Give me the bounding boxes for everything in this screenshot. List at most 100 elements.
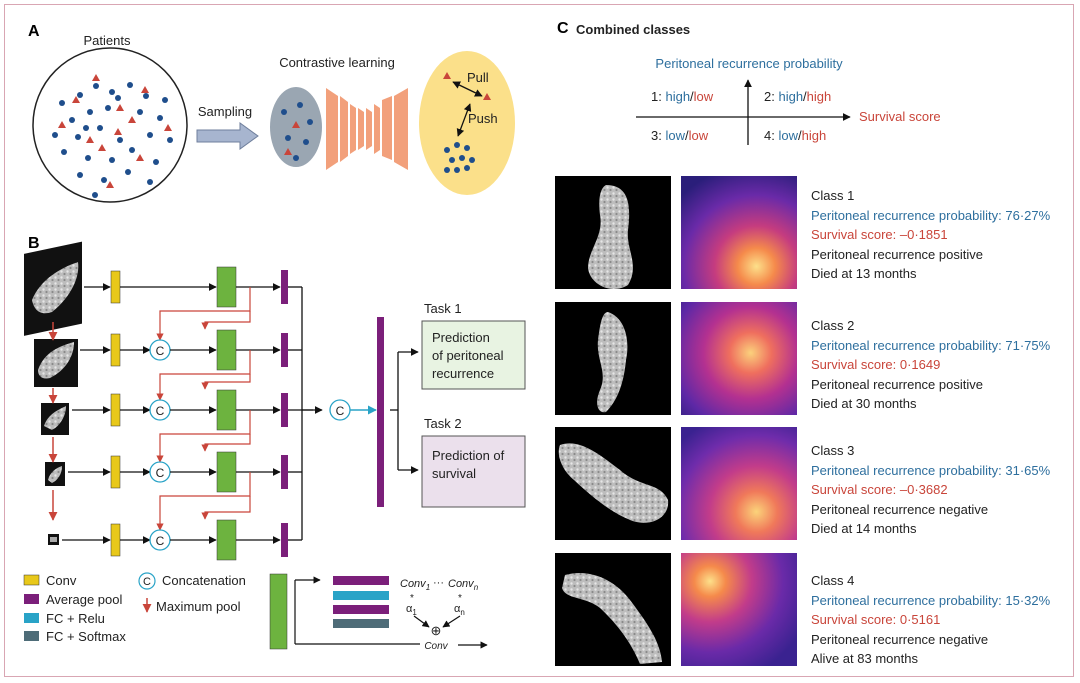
patient-dot <box>162 97 168 103</box>
embed-dot <box>449 157 455 163</box>
feature-block <box>216 389 237 431</box>
patient-triangle <box>114 128 122 135</box>
row-maxpool-path <box>156 350 251 401</box>
feature-block <box>216 329 237 371</box>
patient-dot <box>61 149 67 155</box>
patient-triangle <box>106 181 114 188</box>
y-axis-label: Peritoneal recurrence probability <box>655 56 843 71</box>
avgpool-block <box>281 455 288 489</box>
push-arrow <box>456 103 472 137</box>
class-image-tiles <box>555 176 797 666</box>
formula-alphan: α <box>454 603 461 615</box>
task2-line-2: survival <box>432 466 476 481</box>
patient-triangle <box>116 104 124 111</box>
patient-triangle <box>58 121 66 128</box>
task1-line-2: of peritoneal <box>432 348 504 363</box>
formula-bar-1 <box>333 576 389 585</box>
sampling-arrow <box>196 122 259 150</box>
task1-line-3: recurrence <box>432 366 494 381</box>
embed-triangle-1 <box>443 72 451 79</box>
patient-dot <box>77 172 83 178</box>
patient-dot <box>105 105 111 111</box>
sample-dot <box>285 135 291 141</box>
formula-conv1-sub: 1 <box>426 583 430 592</box>
sample-triangle <box>284 148 292 155</box>
legend-fcrelu-swatch <box>24 613 39 623</box>
attention-formula: Conv1 ··· Convn * * α1 αn ⊕ Conv <box>269 573 488 652</box>
embed-dot <box>454 142 460 148</box>
conv-block <box>110 333 121 367</box>
formula-alphan-sub: n <box>460 608 464 617</box>
row-maxpool-path <box>156 287 251 341</box>
patient-triangle <box>98 144 106 151</box>
sample-dot <box>297 102 303 108</box>
embed-triangle-2 <box>483 93 491 100</box>
patient-dot <box>83 125 89 131</box>
patient-dot <box>59 100 65 106</box>
quadrant-3-label: 3: low/low <box>651 128 709 143</box>
patient-dot <box>97 125 103 131</box>
task1-line-1: Prediction <box>432 330 490 345</box>
class-2-info: Class 2 Peritoneal recurrence probabilit… <box>811 316 1050 414</box>
ct-tile-1-tumor <box>588 185 633 289</box>
final-concat-symbol: C <box>336 404 345 418</box>
concat-symbol: C <box>156 534 165 548</box>
figure-frame <box>4 4 1074 677</box>
legend-conv: Conv <box>46 573 77 588</box>
sample-triangle <box>292 121 300 128</box>
legend: Conv Average pool FC + Relu FC + Softmax… <box>23 572 246 644</box>
class-1-recurrence: Peritoneal recurrence positive <box>811 246 983 262</box>
heatmap-tile-4 <box>681 553 797 666</box>
heatmap-tile-2 <box>681 302 797 415</box>
sample-dot <box>303 139 309 145</box>
encoder-network <box>326 88 408 170</box>
legend-fcsoftmax: FC + Softmax <box>46 629 126 644</box>
patient-triangle <box>141 86 149 93</box>
ct-tile-4-tumor <box>562 572 662 664</box>
quadrant-4-label: 4: low/high <box>764 128 826 143</box>
patient-dot <box>125 169 131 175</box>
quadrant-2-label: 2: high/high <box>764 89 831 104</box>
legend-avgpool: Average pool <box>46 592 122 607</box>
panel-a-letter: A <box>28 23 40 40</box>
patient-triangle <box>92 74 100 81</box>
formula-alpha1-sub: 1 <box>412 608 417 617</box>
class-4-name: Class 4 <box>811 573 855 588</box>
legend-fcrelu: FC + Relu <box>46 611 105 626</box>
quadrant-1-label: 1: high/low <box>651 89 714 104</box>
avgpool-block <box>281 270 288 304</box>
embed-dot <box>459 155 465 161</box>
formula-mult-1: * <box>410 593 414 604</box>
patient-dot <box>69 117 75 123</box>
task1-box <box>421 320 526 390</box>
class-2-recurrence: Peritoneal recurrence positive <box>811 376 983 392</box>
row-maxpool-path <box>156 410 251 463</box>
panel-c-letter: C <box>557 20 569 37</box>
class-3-outcome: Died at 14 months <box>811 521 917 536</box>
class-1-name: Class 1 <box>811 188 855 203</box>
patient-triangle <box>128 116 136 123</box>
formula-bar-4 <box>333 619 389 628</box>
class-3-name: Class 3 <box>811 443 855 458</box>
row-maxpool-path <box>156 472 251 531</box>
legend-concat-symbol: C <box>143 576 151 588</box>
patient-dot <box>147 132 153 138</box>
patient-dot <box>115 95 121 101</box>
class-1-prob: Peritoneal recurrence probability: 76·27… <box>811 207 1051 223</box>
patient-triangle <box>136 154 144 161</box>
formula-conv1: Conv <box>400 578 427 590</box>
class-3-survival: Survival score: –0·3682 <box>811 482 948 497</box>
legend-fcsoftmax-swatch <box>24 631 39 641</box>
embed-cluster <box>444 142 475 173</box>
ct-tile-3-tumor <box>558 443 669 523</box>
row-maxpool-path-2 <box>201 374 251 390</box>
contrastive-label: Contrastive learning <box>279 55 395 70</box>
class-2-outcome: Died at 30 months <box>811 396 917 411</box>
patients-circle <box>32 47 188 203</box>
avgpool-block <box>281 523 288 557</box>
patient-dot <box>109 89 115 95</box>
final-concat-node: C <box>329 399 351 421</box>
avgpool-block <box>281 333 288 367</box>
patient-dot <box>109 157 115 163</box>
